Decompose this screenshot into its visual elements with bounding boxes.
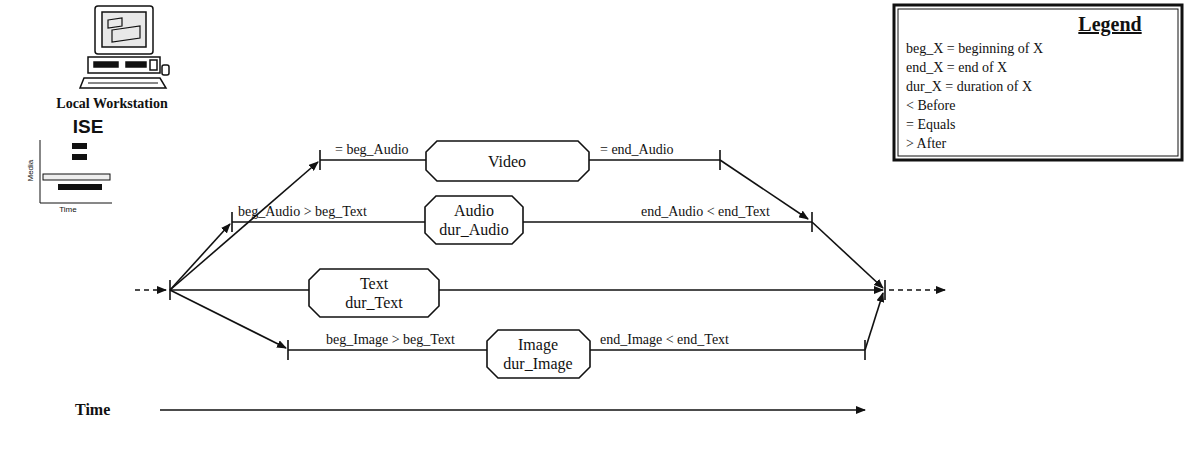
- legend-entry: end_X = end of X: [906, 59, 1007, 76]
- legend-box: [894, 5, 1182, 160]
- media-duration: dur_Text: [308, 293, 440, 312]
- constraint-label: = end_Audio: [600, 142, 674, 158]
- constraint-label: end_Image < end_Text: [600, 332, 729, 348]
- workstation-label: Local Workstation: [56, 96, 167, 112]
- legend-inner-border: [898, 9, 1178, 156]
- media-box: Textdur_Text: [308, 268, 440, 318]
- media-box: Imagedur_Image: [486, 329, 591, 379]
- legend-entry: < Before: [906, 97, 956, 114]
- constraint-label: beg_Audio > beg_Text: [238, 204, 367, 220]
- axis-title: Time: [75, 401, 110, 419]
- axis-label: Media: [26, 160, 35, 182]
- legend-title: Legend: [1078, 13, 1141, 36]
- ise-chart: [40, 140, 112, 203]
- legend-entry: dur_X = duration of X: [906, 78, 1032, 95]
- legend-entry: > After: [906, 135, 946, 152]
- media-duration: dur_Image: [486, 354, 591, 373]
- media-name: Video: [425, 152, 590, 171]
- media-duration: dur_Audio: [424, 220, 524, 239]
- timeline-wires: [135, 150, 945, 410]
- media-box: Audiodur_Audio: [424, 195, 524, 245]
- media-box: Video: [425, 140, 590, 182]
- workstation-icon: [80, 6, 169, 88]
- constraint-label: = beg_Audio: [335, 142, 409, 158]
- ise-label: ISE: [73, 116, 104, 138]
- media-name: Image: [486, 335, 591, 354]
- media-name: Audio: [424, 201, 524, 220]
- constraint-label: end_Audio < end_Text: [641, 204, 770, 220]
- constraint-label: beg_Image > beg_Text: [326, 332, 455, 348]
- legend-entry: beg_X = beginning of X: [906, 40, 1043, 57]
- axis-label: Time: [59, 205, 76, 214]
- media-name: Text: [308, 274, 440, 293]
- legend-entry: = Equals: [906, 116, 956, 133]
